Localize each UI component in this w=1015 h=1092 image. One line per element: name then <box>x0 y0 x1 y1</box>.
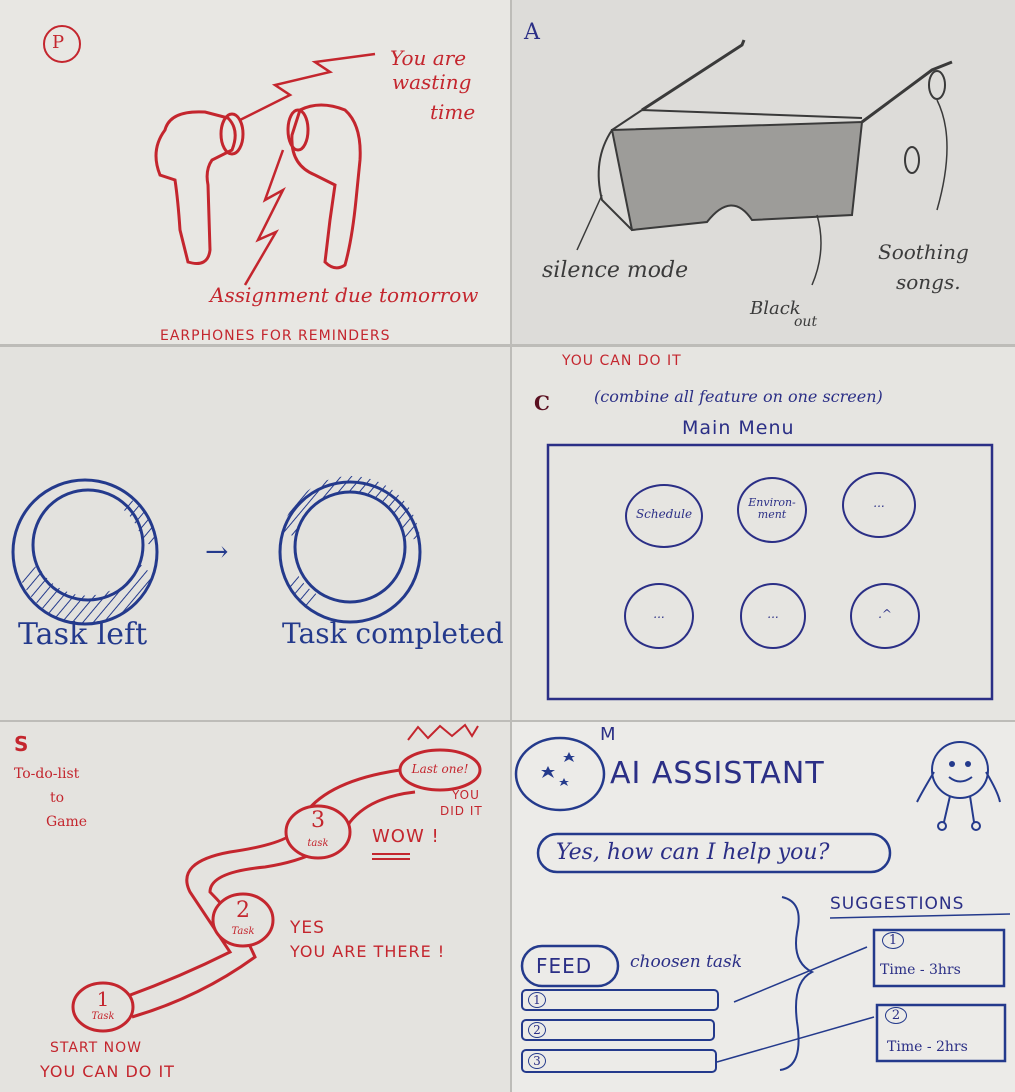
earphones-sketch <box>43 25 376 286</box>
soothing-label: Soothing <box>878 240 969 264</box>
suggestion-time: Time - 2hrs <box>887 1039 968 1055</box>
panel-glasses: A silence mode Black out Soothing songs. <box>512 0 1015 344</box>
you-can-do-it-note: YOU CAN DO IT <box>562 353 682 369</box>
menu-button-label: Schedule <box>635 507 693 521</box>
assistant-title: AI ASSISTANT <box>610 756 825 791</box>
node-sub: Task <box>91 1011 115 1022</box>
node-sub: task <box>307 838 329 849</box>
glasses-sketch <box>576 39 953 286</box>
node-number: 3 <box>311 808 325 833</box>
game-node-2[interactable]: 2 Task <box>213 894 273 946</box>
game-node-3[interactable]: 3 task <box>286 806 350 858</box>
suggestion-number: 1 <box>882 932 904 949</box>
menu-button-5[interactable]: ... <box>740 583 806 649</box>
menu-button-label: ... <box>767 607 779 621</box>
game-node-1[interactable]: 1 Task <box>73 983 133 1031</box>
node-sub: Task <box>231 926 255 937</box>
menu-subtitle: (combine all feature on one screen) <box>594 387 883 406</box>
panel-letter: S <box>14 732 30 756</box>
menu-button-3[interactable]: ... <box>842 472 916 538</box>
feed-button-label: FEED <box>536 954 593 978</box>
cheer-start-now: START NOW <box>50 1040 142 1056</box>
earphones-caption: EARPHONES FOR REMINDERS <box>160 328 391 344</box>
cheer-wow: WOW ! <box>372 826 440 847</box>
node-sub: Last one! <box>411 762 469 776</box>
speech-line-2: wasting <box>392 70 472 94</box>
task-row[interactable]: 2 <box>522 1020 714 1040</box>
node-number: 2 <box>236 898 250 923</box>
node-number: 1 <box>96 987 110 1011</box>
cheer-did-it: DID IT <box>440 804 483 818</box>
task-completed-label: Task completed <box>282 617 504 650</box>
menu-button-schedule[interactable]: Schedule <box>625 484 703 548</box>
panel-letter: C <box>534 391 550 415</box>
side-note-3: Game <box>46 814 88 830</box>
suggestion-card-1[interactable]: 1 Time - 3hrs <box>874 930 1004 986</box>
cheer-yes: YES <box>290 918 325 938</box>
task-row-number: 2 <box>528 1022 546 1038</box>
task-row-number: 1 <box>528 992 546 1008</box>
panel-earphones: P You are wasting time Assignment due to… <box>0 0 510 344</box>
task-row[interactable]: 3 <box>522 1050 716 1072</box>
task-left-label: Task left <box>18 617 148 652</box>
panel-task-ring: → Task left Task completed <box>0 347 510 720</box>
feed-note: choosen task <box>630 952 743 972</box>
task-row-number: 3 <box>528 1053 546 1069</box>
game-path <box>71 723 482 1033</box>
panel-letter: A <box>524 20 540 45</box>
silence-mode-label: silence mode <box>542 258 689 283</box>
ring-sketch <box>11 476 422 626</box>
assistant-sketch <box>514 736 1011 1073</box>
menu-button-6[interactable]: .^ <box>850 583 920 649</box>
cheer-you-can-do-it: YOU CAN DO IT <box>40 1062 175 1081</box>
cheer-you: YOU <box>452 788 480 802</box>
side-note-2: to <box>50 790 65 806</box>
panel-ai-assistant: M AI ASSISTANT Yes, how can I help you? … <box>512 722 1015 1092</box>
suggestion-number: 2 <box>885 1007 907 1024</box>
menu-button-label: .^ <box>878 607 892 621</box>
suggestion-time: Time - 3hrs <box>880 962 961 978</box>
panel-todo-game: S To-do-list to Game 1 Task 2 Task 3 tas… <box>0 722 510 1092</box>
panel-letter: M <box>600 724 617 745</box>
panel-letter: P <box>52 32 65 53</box>
menu-button-environment[interactable]: Environ-ment <box>737 477 807 543</box>
menu-button-label: ... <box>873 496 885 510</box>
menu-button-label: Environ-ment <box>748 496 796 521</box>
suggestion-card-2[interactable]: 2 Time - 2hrs <box>877 1005 1005 1061</box>
game-node-last[interactable]: Last one! <box>400 750 480 790</box>
blackout-label-2: out <box>794 314 818 330</box>
ring-arrow: → <box>205 535 229 568</box>
panel-main-menu: YOU CAN DO IT C (combine all feature on … <box>512 347 1015 720</box>
task-row[interactable]: 1 <box>522 990 718 1010</box>
menu-button-4[interactable]: ... <box>624 583 694 649</box>
feed-button[interactable]: FEED <box>522 946 618 986</box>
menu-button-label: ... <box>653 607 665 621</box>
assignment-note: Assignment due tomorrow <box>210 283 479 307</box>
songs-label: songs. <box>896 270 961 294</box>
assistant-greeting: Yes, how can I help you? <box>556 840 830 865</box>
speech-line-3: time <box>430 100 476 124</box>
speech-line-1: You are <box>390 46 467 70</box>
blackout-label: Black <box>750 298 801 319</box>
suggestions-heading: SUGGESTIONS <box>830 894 965 914</box>
menu-frame <box>546 443 994 701</box>
menu-title: Main Menu <box>682 417 795 439</box>
cheer-there: YOU ARE THERE ! <box>290 942 446 961</box>
side-note-1: To-do-list <box>14 766 80 782</box>
